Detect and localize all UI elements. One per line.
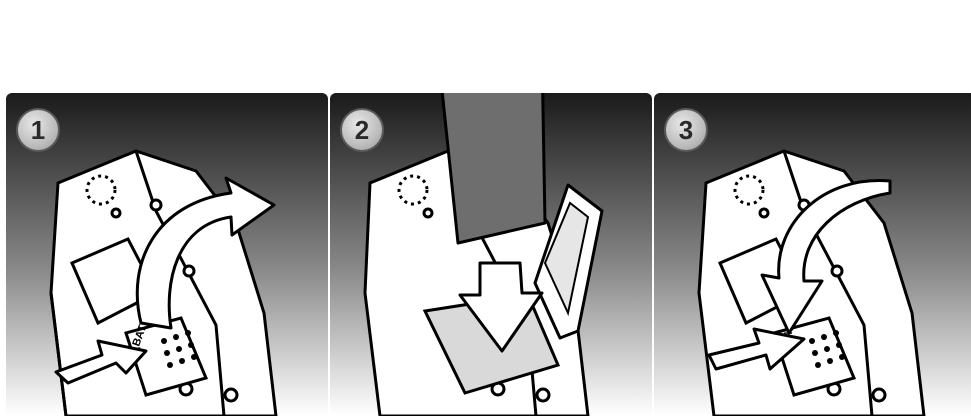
step-number-badge: 1 [16, 108, 60, 152]
step-number-badge: 3 [664, 108, 708, 152]
step-3-panel: △BATT 3 [654, 93, 971, 416]
step-number-badge: 2 [340, 108, 384, 152]
step-2-panel: 2 [330, 93, 652, 416]
step-1-panel: △BATT 1 [6, 93, 328, 416]
